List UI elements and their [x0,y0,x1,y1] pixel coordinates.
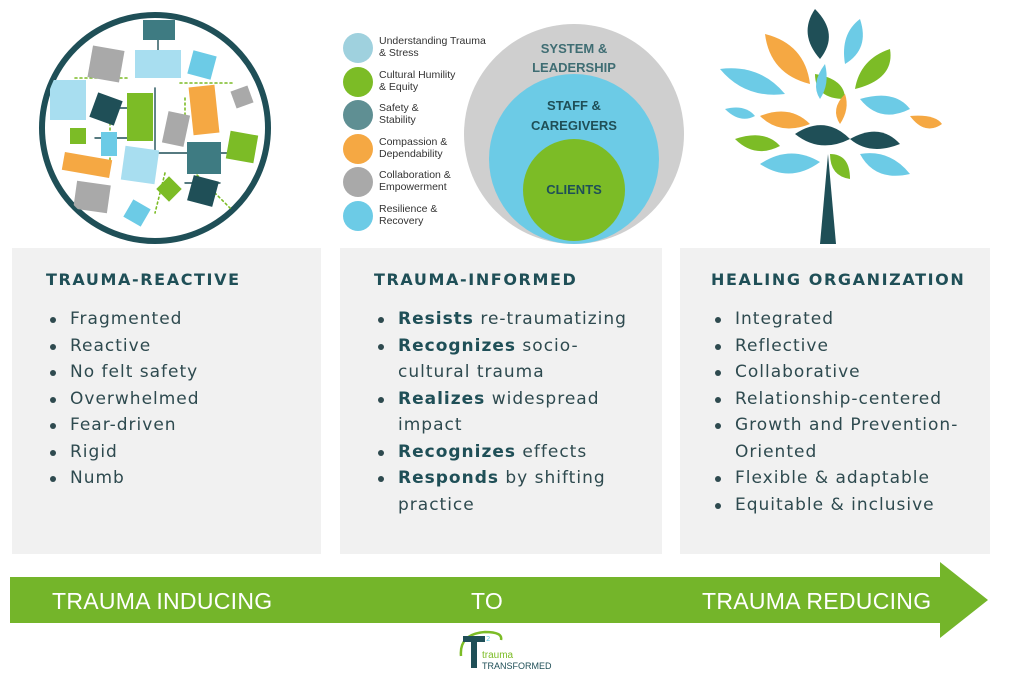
list-item: Resists re-traumatizing [374,306,627,333]
trauma-informed-list: Resists re-traumatizing Recognizes socio… [374,306,627,518]
list-item: Flexible & adaptable [711,465,958,492]
list-item: Recognizes effects [374,439,627,466]
legend-item-collaboration: Collaboration &Empowerment [343,166,493,197]
legend-label: & Equity [379,81,419,93]
trauma-continuum-arrow [10,562,988,638]
legend-label: Recovery [379,215,424,227]
list-item-keyword: Realizes [398,388,486,409]
legend-label: Safety & [379,102,419,114]
list-item: Reactive [46,333,200,360]
list-item: Fear-driven [46,412,200,439]
panel-title: HEALING ORGANIZATION [711,270,966,289]
logo-text-transformed: TRANSFORMED [482,661,552,671]
list-item-text: impact [398,415,463,435]
tree-illustration [720,9,942,244]
legend-label: Collaboration & [379,169,451,181]
staff-caregivers-label: STAFF & [547,98,601,113]
legend-label: Cultural Humility [379,69,456,81]
legend-swatch [343,134,373,164]
legend-swatch [343,201,373,231]
list-item-text: by shifting [498,468,606,488]
list-item-keyword: Responds [398,468,499,488]
legend-label: Stability [379,114,416,126]
arrow-label-right: TRAUMA REDUCING [702,588,932,614]
trauma-informed-panel: TRAUMA-INFORMED Resists re-traumatizing … [340,248,662,554]
list-item-text: Oriented [735,441,818,462]
list-item: Relationship-centered [711,386,958,413]
list-item: Recognizes socio-cultural trauma [374,333,627,386]
legend-label: Understanding Trauma [379,35,486,47]
trauma-reactive-panel: TRAUMA-REACTIVE Fragmented Reactive No f… [12,248,321,554]
trauma-transformed-logo: 2 trauma TRANSFORMED [455,626,555,676]
panel-title: TRAUMA-REACTIVE [46,270,241,289]
list-item-text: re-traumatizing [473,309,627,329]
list-item-text: socio- [516,335,579,356]
list-item-text: widespread [485,388,600,409]
list-item-text: cultural trauma [398,362,545,382]
trauma-reactive-list: Fragmented Reactive No felt safety Overw… [46,306,200,492]
list-item: Equitable & inclusive [711,492,958,519]
list-item: Numb [46,465,200,492]
legend-label: Empowerment [379,181,447,193]
fragmented-network-illustration [39,12,271,244]
list-item-text: Growth and Prevention- [735,415,959,435]
list-item-keyword: Recognizes [398,335,517,356]
panel-title: TRAUMA-INFORMED [374,270,578,289]
list-item-text: effects [516,441,588,462]
logo-mark-icon: 2 [459,630,503,668]
legend-item-safety-stability: Safety &Stability [343,99,493,130]
system-leadership-label: SYSTEM & [541,41,607,56]
legend-label: & Stress [379,47,419,59]
logo-text-trauma: trauma [482,650,514,661]
legend-label: Resilience & [379,203,438,215]
list-item-keyword: Recognizes [398,441,517,462]
list-item: Collaborative [711,359,958,386]
list-item-text: practice [398,494,475,515]
list-item: Overwhelmed [46,386,200,413]
list-item: Realizes widespread impact [374,386,627,439]
legend-swatch [343,100,373,130]
healing-organization-list: Integrated Reflective Collaborative Rela… [711,306,958,518]
legend-swatch [343,67,373,97]
logo-superscript: 2 [486,635,490,643]
legend-item-compassion: Compassion &Dependability [343,133,493,164]
list-item: Responds by shifting practice [374,465,627,518]
arrow-label-left: TRAUMA INDUCING [52,588,273,614]
legend-label: Dependability [379,148,443,160]
list-item-keyword: Resists [398,309,474,329]
legend-swatch [343,167,373,197]
list-item: Growth and Prevention- Oriented [711,412,958,465]
legend-item-cultural-humility: Cultural Humility& Equity [343,66,493,97]
nested-circles-diagram: SYSTEM & LEADERSHIP STAFF & CAREGIVERS C… [464,24,684,244]
healing-organization-panel: HEALING ORGANIZATION Integrated Reflecti… [680,248,990,554]
system-leadership-label: LEADERSHIP [532,60,616,75]
list-item: Reflective [711,333,958,360]
arrow-label-middle: TO [471,588,504,614]
legend-label: Compassion & [379,136,448,148]
clients-label: CLIENTS [546,182,602,197]
list-item: Rigid [46,439,200,466]
legend-item-resilience: Resilience &Recovery [343,200,493,231]
list-item: Fragmented [46,306,200,333]
list-item: No felt safety [46,359,200,386]
list-item: Integrated [711,306,958,333]
clients-circle [523,139,625,241]
legend-swatch [343,33,373,63]
legend-item-understanding-trauma: Understanding Trauma& Stress [343,32,493,63]
staff-caregivers-label: CAREGIVERS [531,118,617,133]
